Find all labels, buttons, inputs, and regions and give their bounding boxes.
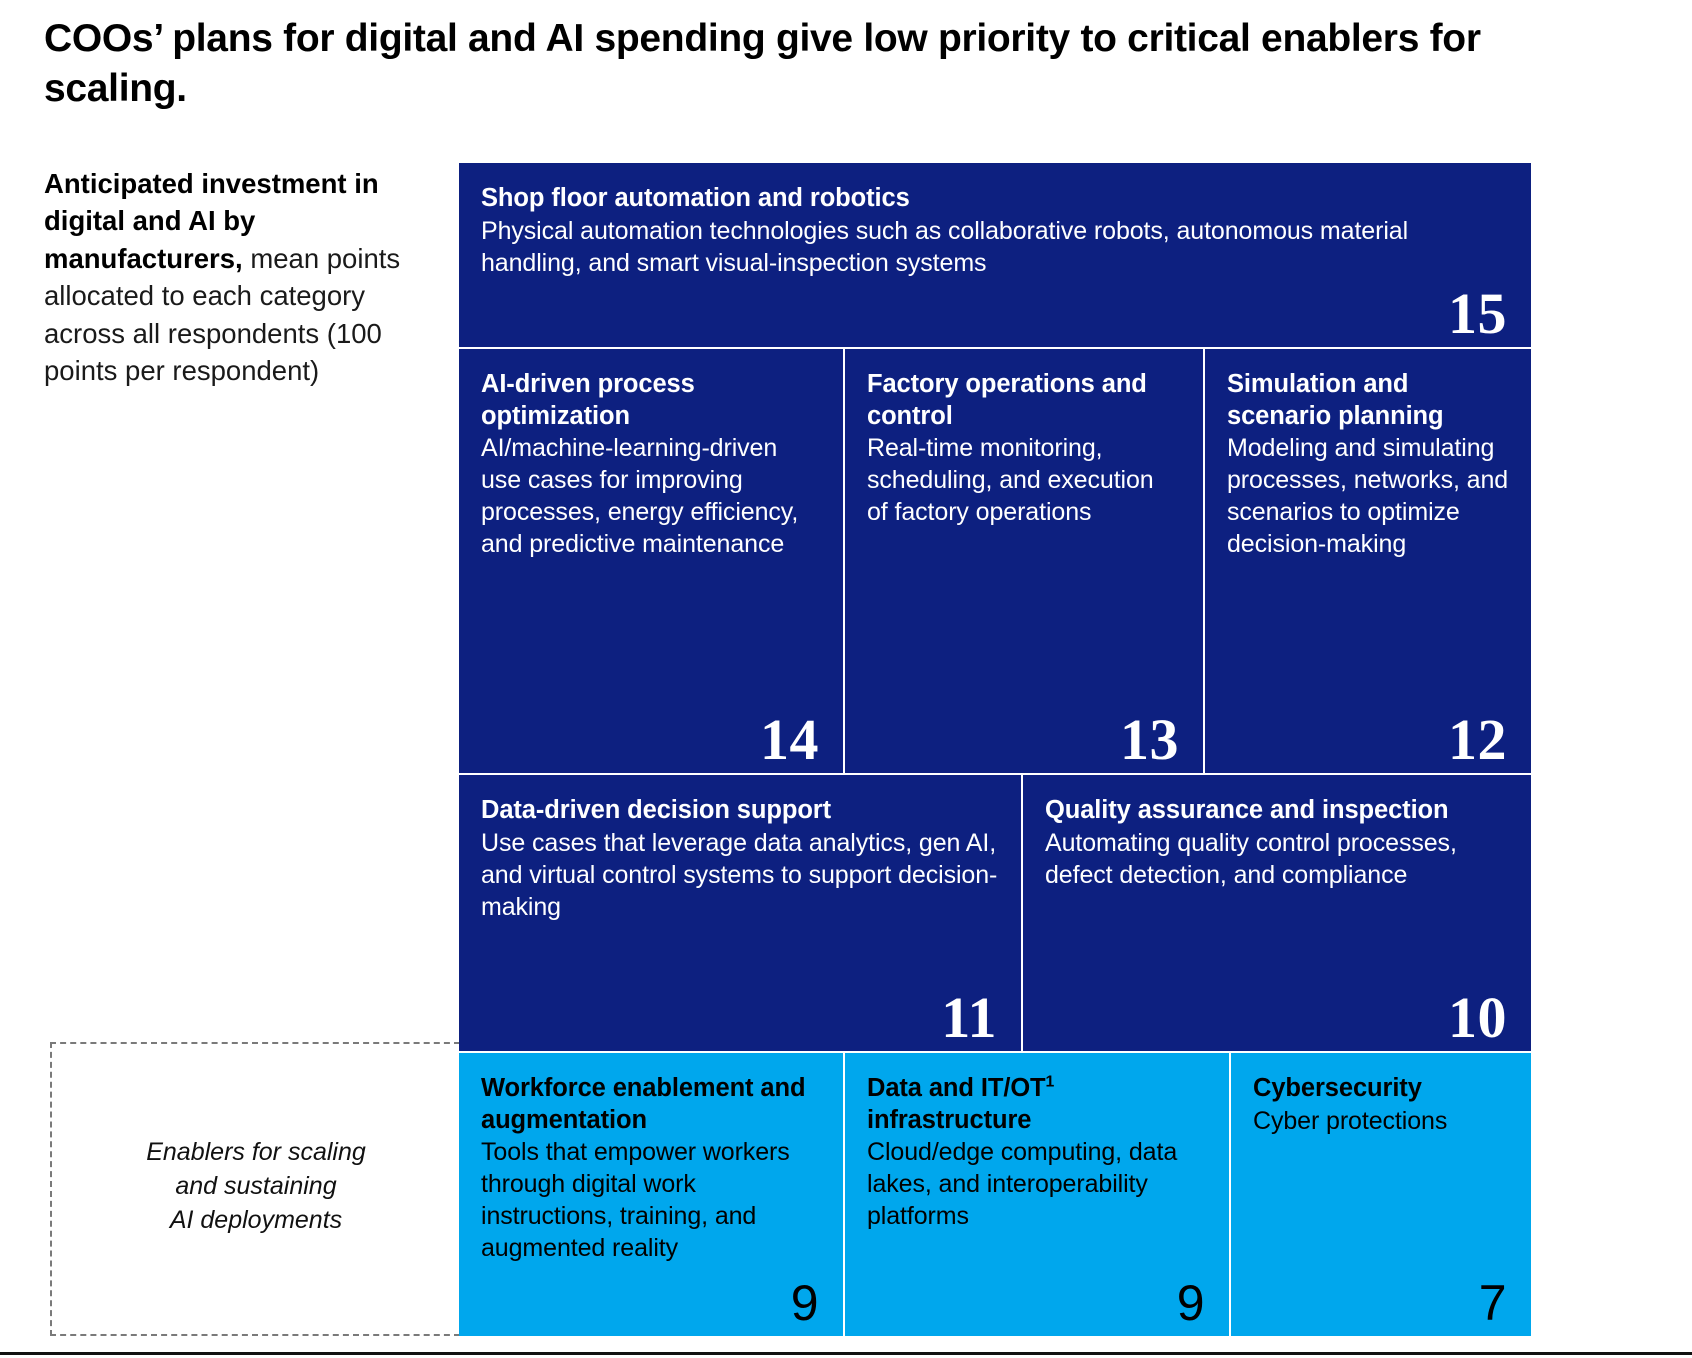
tile-description: Cloud/edge computing, data lakes, and in… [867, 1138, 1178, 1231]
tile-description: Cyber protections [1253, 1106, 1448, 1135]
tile-value: 12 [1448, 707, 1507, 772]
footer-divider [0, 1352, 1692, 1355]
tile-value: 7 [1478, 1275, 1507, 1331]
treemap-matrix: Shop floor automation and robotics Physi… [459, 163, 1531, 1336]
tile-value: 15 [1448, 281, 1507, 346]
tile-ai-driven-process-optimization[interactable]: AI-driven process optimization AI/machin… [459, 349, 843, 773]
tile-title: Quality assurance and inspection [1045, 796, 1449, 824]
tile-simulation-and-scenario-planning[interactable]: Simulation and scenario planning Modelin… [1205, 349, 1531, 773]
tile-quality-assurance-and-inspection[interactable]: Quality assurance and inspection Automat… [1023, 775, 1531, 1051]
tile-description: Use cases that leverage data analytics, … [481, 828, 998, 921]
page-title: COOs’ plans for digital and AI spending … [44, 17, 1481, 110]
tile-value: 9 [790, 1275, 819, 1331]
caption-rest: mean points allocated to each category a… [44, 242, 401, 386]
tile-value: 13 [1120, 707, 1179, 772]
tile-value: 14 [760, 707, 819, 772]
chart-caption: Anticipated investment in digital and AI… [44, 165, 404, 389]
tile-value: 11 [941, 985, 997, 1050]
tile-description: Physical automation technologies such as… [481, 216, 1409, 277]
tile-description: Real-time monitoring, scheduling, and ex… [867, 434, 1154, 527]
tile-description: AI/machine-learning-driven use cases for… [481, 434, 799, 559]
tile-title-main: Data and IT/OT [867, 1074, 1046, 1102]
tile-title-second-line: infrastructure [867, 1105, 1032, 1134]
tile-value: 10 [1448, 985, 1507, 1050]
footnote-marker: 1 [1045, 1073, 1055, 1091]
tile-workforce-enablement-and-augmentation[interactable]: Workforce enablement and augmentation To… [459, 1053, 843, 1336]
tile-title: Factory operations and control [867, 370, 1147, 430]
tile-title: Data-driven decision support [481, 796, 832, 824]
tile-value: 9 [1176, 1275, 1205, 1331]
tile-description: Tools that empower workers through digit… [481, 1138, 790, 1263]
tile-description: Automating quality control processes, de… [1045, 828, 1457, 889]
tile-title: AI-driven process optimization [481, 370, 695, 430]
tile-data-driven-decision-support[interactable]: Data-driven decision support Use cases t… [459, 775, 1021, 1051]
tile-title: Cybersecurity [1253, 1074, 1422, 1102]
tile-title: Shop floor automation and robotics [481, 184, 910, 212]
tile-description: Modeling and simulating processes, netwo… [1227, 434, 1509, 559]
caption-bold: Anticipated investment in digital and AI… [44, 168, 379, 274]
tile-title: Data and IT/OT1 infrastructure [867, 1073, 1207, 1136]
tile-title: Simulation and scenario planning [1227, 370, 1444, 430]
tile-data-and-it-ot-infrastructure[interactable]: Data and IT/OT1 infrastructure Cloud/edge… [845, 1053, 1229, 1336]
tile-shop-floor-automation[interactable]: Shop floor automation and robotics Physi… [459, 163, 1531, 347]
tile-cybersecurity[interactable]: Cybersecurity Cyber protections 7 [1231, 1053, 1531, 1336]
tile-factory-operations-and-control[interactable]: Factory operations and control Real-time… [845, 349, 1203, 773]
tile-title: Workforce enablement and augmentation [481, 1074, 806, 1134]
